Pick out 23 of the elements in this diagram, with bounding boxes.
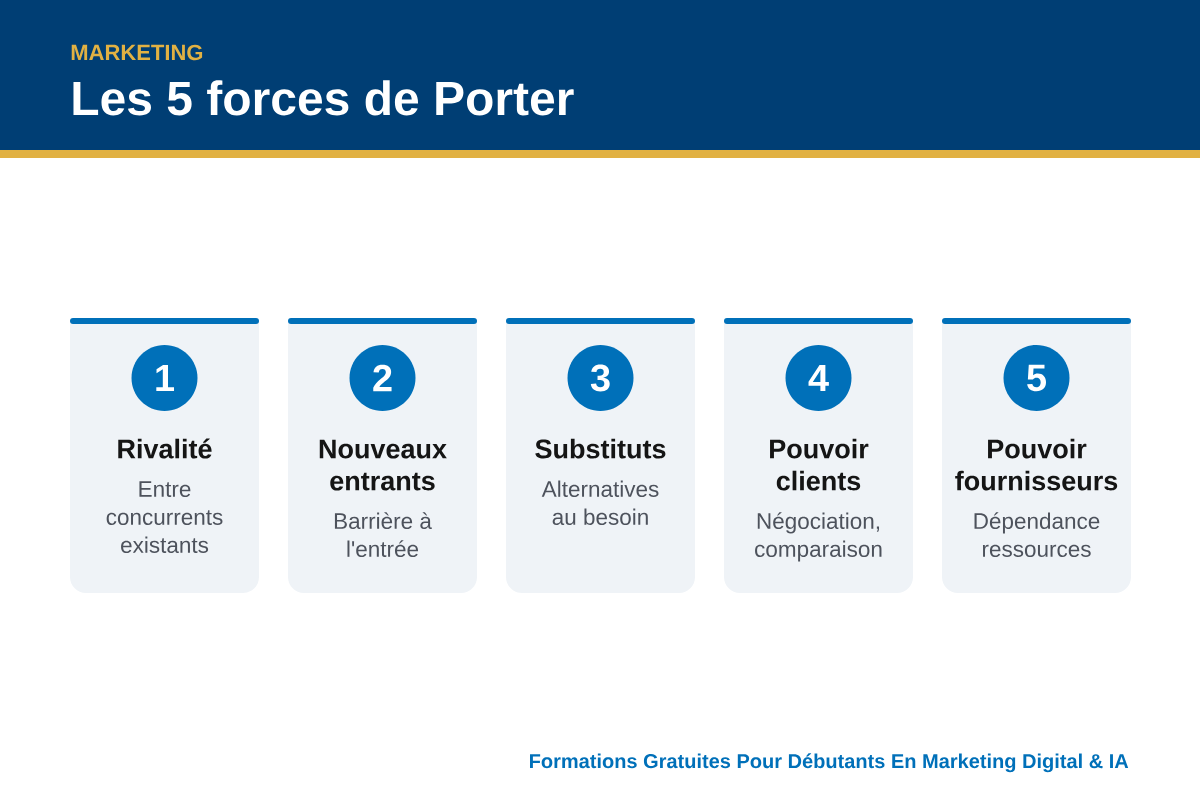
card [942, 318, 1131, 593]
number-badge: 1 [131, 345, 198, 411]
card-text: Barrière à l'entrée [334, 512, 432, 558]
card [70, 318, 259, 593]
title: Les 5 forces de Porter [73, 80, 574, 116]
card-text: Dépendance ressources [974, 512, 1100, 558]
tagline: Formations Gratuites Pour Débutants En Marketing Digital & IA [530, 753, 1129, 773]
card [506, 318, 695, 593]
card-title: Nouveaux entrants [319, 439, 447, 491]
number-badge: 4 [785, 345, 852, 411]
number-badge: 2 [349, 345, 416, 411]
card-title: Pouvoir fournisseurs [955, 438, 1118, 491]
card [288, 318, 477, 593]
card-text: Négociation, comparaison [755, 512, 882, 562]
card-text: Entre concurrents existants [106, 481, 223, 554]
card-text: Alternatives au besoin [541, 480, 659, 526]
card-title: Pouvoir clients [770, 438, 869, 491]
number-badge: 5 [1003, 345, 1070, 411]
card [724, 318, 913, 593]
card-title: Substituts [535, 438, 666, 459]
card-title: Rivalité [118, 438, 212, 459]
kicker-label: MARKETING [71, 44, 203, 61]
number-badge: 3 [567, 345, 634, 411]
